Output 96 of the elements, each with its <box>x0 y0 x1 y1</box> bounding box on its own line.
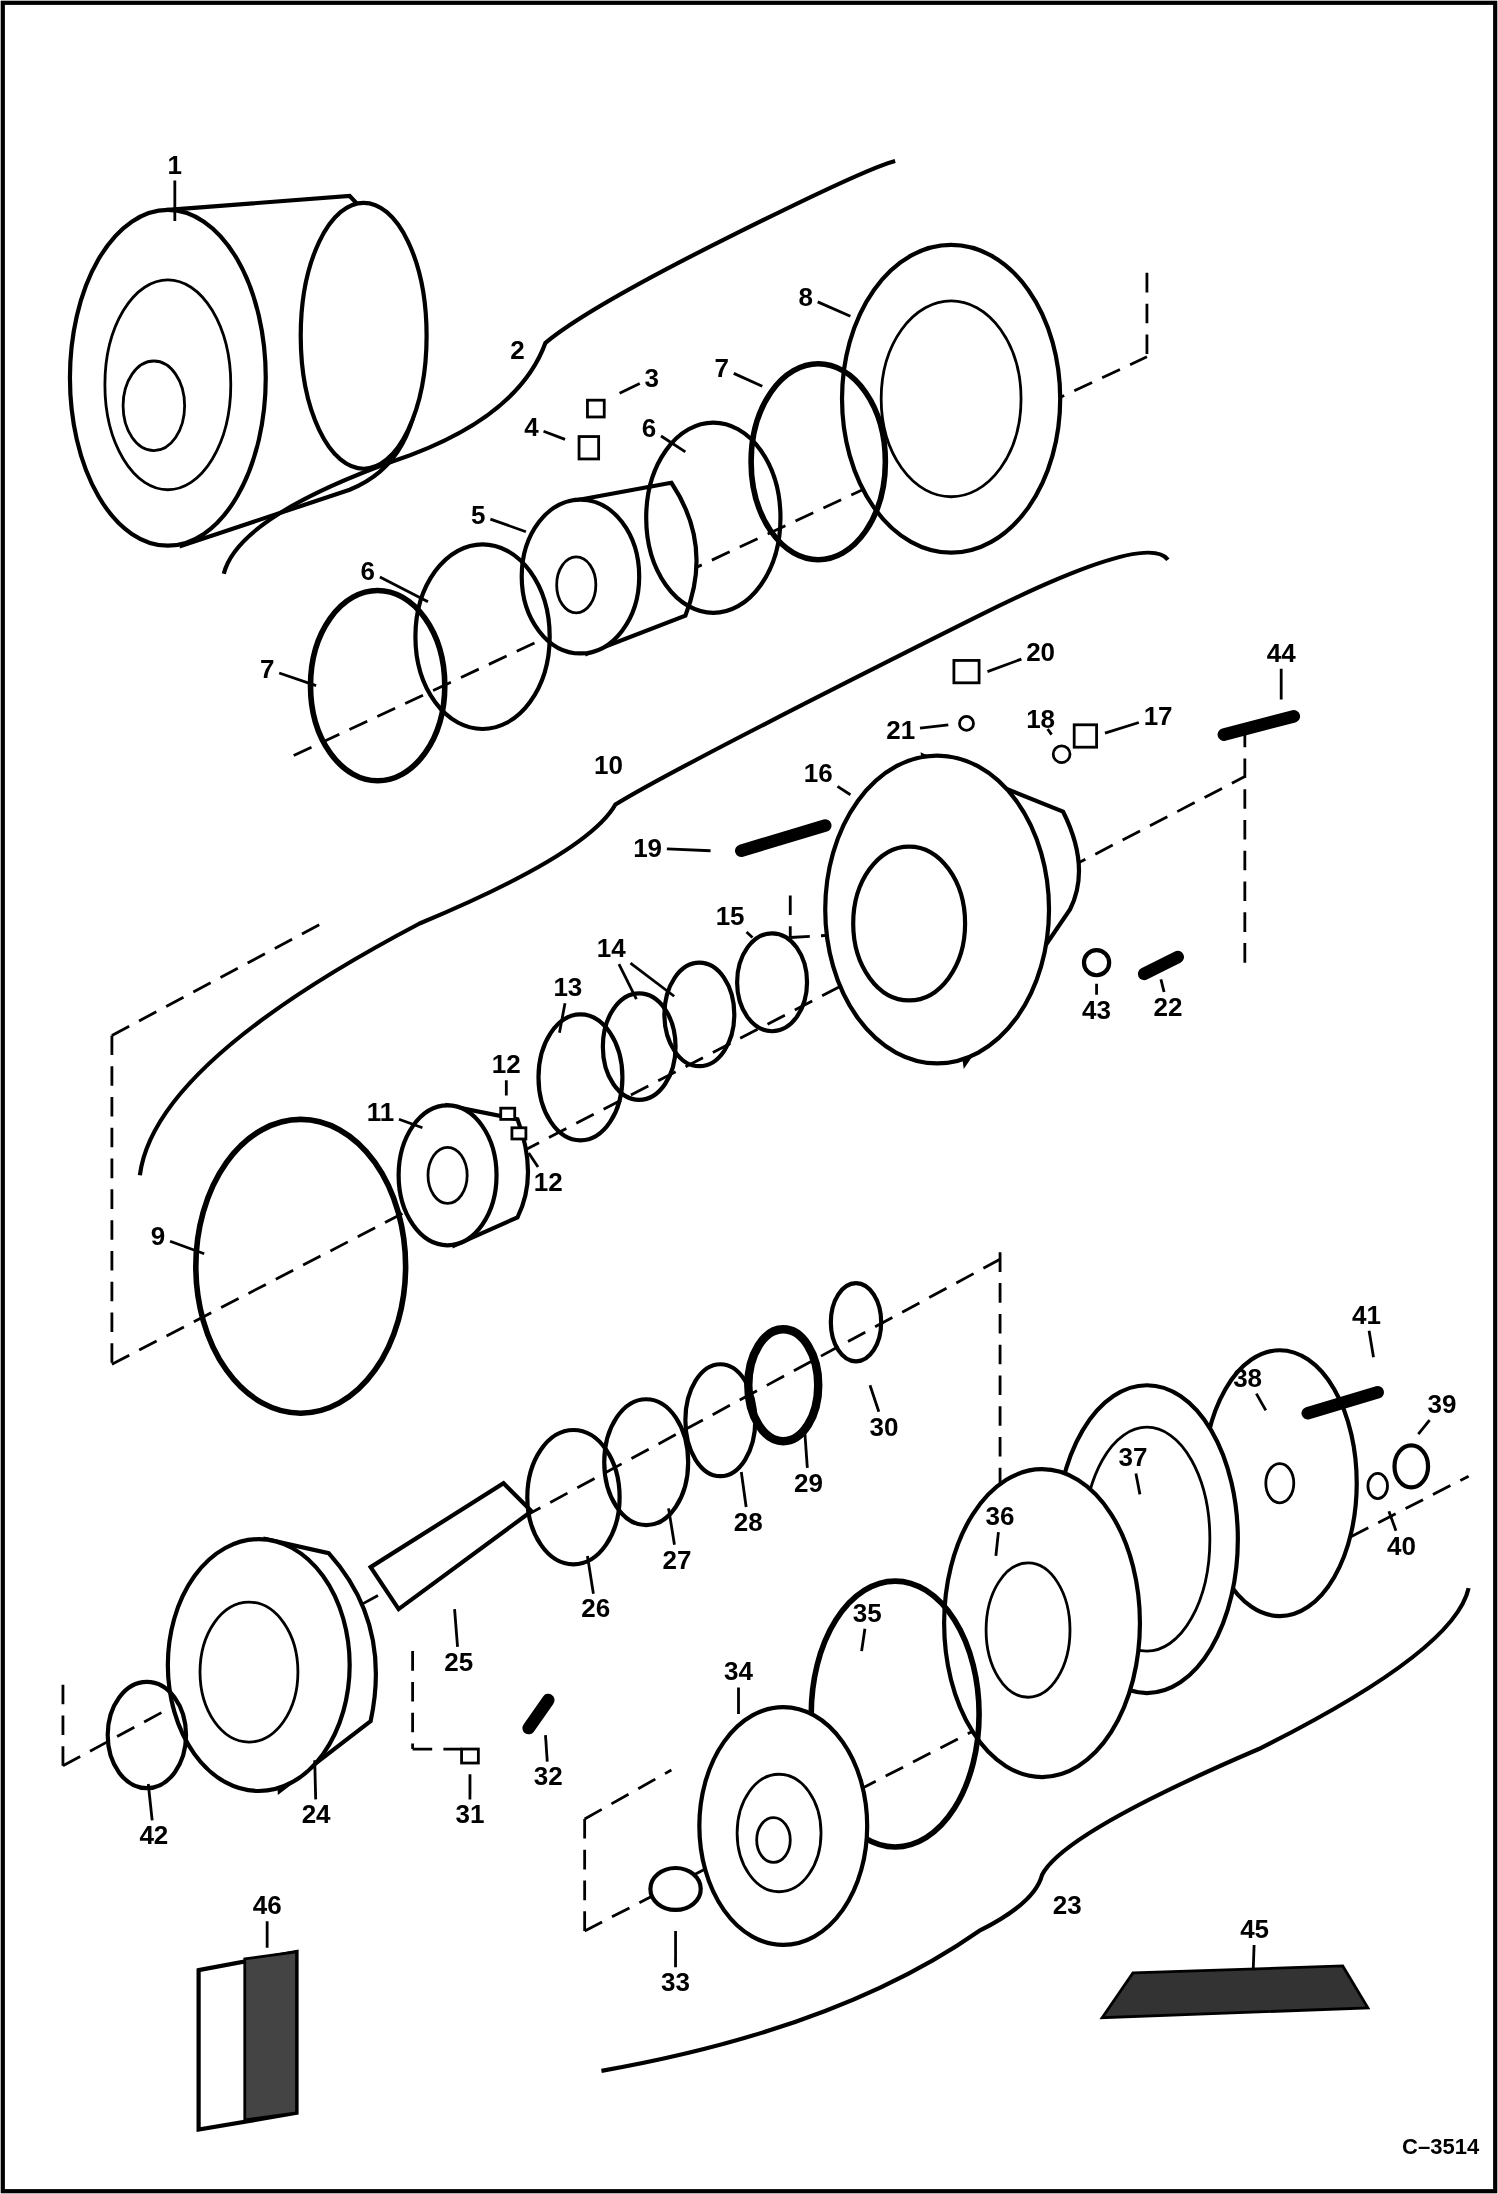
leader-line <box>817 300 851 318</box>
leader-line <box>504 1080 508 1096</box>
callout-number: 46 <box>250 1891 284 1919</box>
callout-number: 42 <box>137 1821 171 1850</box>
callout-number: 7 <box>712 353 731 382</box>
leader-line <box>468 1774 472 1800</box>
leader-line <box>667 1508 676 1545</box>
leader-line <box>868 1384 881 1413</box>
callout-number: 27 <box>660 1545 694 1574</box>
leader-line <box>173 180 177 222</box>
callout-number: 19 <box>631 833 665 862</box>
leader-line <box>666 847 711 853</box>
leader-line <box>1417 1419 1431 1436</box>
leader-line <box>745 930 754 939</box>
leader-line <box>1046 728 1053 736</box>
leader-line <box>489 517 527 534</box>
callout-number: 23 <box>1052 1891 1082 1919</box>
callout-number: 32 <box>531 1762 565 1791</box>
leader-line <box>313 1760 318 1800</box>
callout-number: 2 <box>510 335 525 364</box>
callout-number: 16 <box>801 759 835 788</box>
leader-line <box>619 382 641 395</box>
callout-number: 39 <box>1425 1390 1459 1419</box>
leader-line <box>1251 1944 1256 1971</box>
callout-number: 15 <box>713 902 747 931</box>
callout-number: 24 <box>299 1800 333 1829</box>
callout-number: 13 <box>551 973 585 1002</box>
leader-line <box>169 1239 205 1256</box>
callout-number: 18 <box>1024 704 1058 733</box>
leader-line <box>739 1471 748 1508</box>
callout-number: 29 <box>792 1468 825 1497</box>
callout-number: 33 <box>659 1967 692 1996</box>
callout-number: 17 <box>1141 702 1175 731</box>
drawing-number: C–3514 <box>1402 2133 1480 2161</box>
leader-line <box>1159 979 1166 993</box>
callout-number: 12 <box>489 1050 523 1079</box>
callout-number: 22 <box>1151 993 1185 1022</box>
callout-number: 3 <box>642 363 661 392</box>
leader-line <box>1095 983 1098 995</box>
callout-number: 44 <box>1264 639 1298 668</box>
leader-line <box>265 1921 269 1948</box>
callout-number: 11 <box>364 1097 397 1126</box>
callout-number: 26 <box>579 1594 613 1623</box>
leader-line <box>146 1783 154 1821</box>
leader-line <box>1367 1330 1375 1358</box>
callout-number: 12 <box>531 1167 565 1196</box>
leader-line <box>1387 1510 1398 1532</box>
callout-number: 28 <box>731 1507 765 1536</box>
leader-line <box>860 1628 867 1652</box>
callout-number: 25 <box>442 1647 476 1676</box>
callout-number: 40 <box>1385 1531 1418 1560</box>
callout-number: 10 <box>593 751 623 780</box>
callout-number: 20 <box>1024 637 1058 666</box>
leader-line <box>733 372 763 388</box>
leader-line <box>919 723 949 730</box>
leader-line <box>1279 668 1283 700</box>
leader-line <box>558 1003 567 1033</box>
callout-number: 6 <box>639 414 659 442</box>
leader-line <box>629 962 675 998</box>
leader-line <box>674 1930 677 1968</box>
callout-number: 5 <box>469 500 488 529</box>
callout-number: 35 <box>850 1598 884 1627</box>
leader-line <box>1134 1473 1142 1495</box>
leader-line <box>544 1734 549 1762</box>
leader-line <box>1104 721 1140 735</box>
callout-number: 9 <box>148 1222 168 1251</box>
leader-line <box>836 785 852 796</box>
callout-number: 34 <box>722 1657 755 1686</box>
leader-line <box>379 575 429 603</box>
leader-line <box>398 1117 423 1130</box>
callout-number: 7 <box>257 654 277 683</box>
leader-line <box>453 1609 459 1647</box>
callout-number: 21 <box>884 716 918 745</box>
leader-line <box>660 434 687 454</box>
callout-number: 43 <box>1080 995 1113 1024</box>
leader-line <box>586 1555 595 1594</box>
callout-number: 37 <box>1116 1443 1150 1472</box>
leader-line <box>278 671 317 687</box>
callout-number: 4 <box>522 412 541 441</box>
callout-number: 6 <box>358 556 378 585</box>
callout-number: 30 <box>867 1412 901 1441</box>
callout-number: 45 <box>1238 1914 1272 1943</box>
leader-line <box>527 1152 540 1168</box>
leader-line <box>617 963 638 1000</box>
leader-line <box>543 429 566 441</box>
leader-line <box>737 1687 740 1715</box>
callout-number: 1 <box>165 151 185 180</box>
leader-line <box>1255 1392 1268 1412</box>
callout-number: 31 <box>453 1800 487 1829</box>
callout-number: 41 <box>1350 1300 1383 1329</box>
leader-line <box>994 1532 1000 1557</box>
callout-number: 36 <box>983 1502 1017 1531</box>
leader-line <box>802 1424 809 1468</box>
leader-line <box>987 657 1022 673</box>
callout-number: 14 <box>594 934 628 963</box>
callout-number: 8 <box>796 282 815 311</box>
